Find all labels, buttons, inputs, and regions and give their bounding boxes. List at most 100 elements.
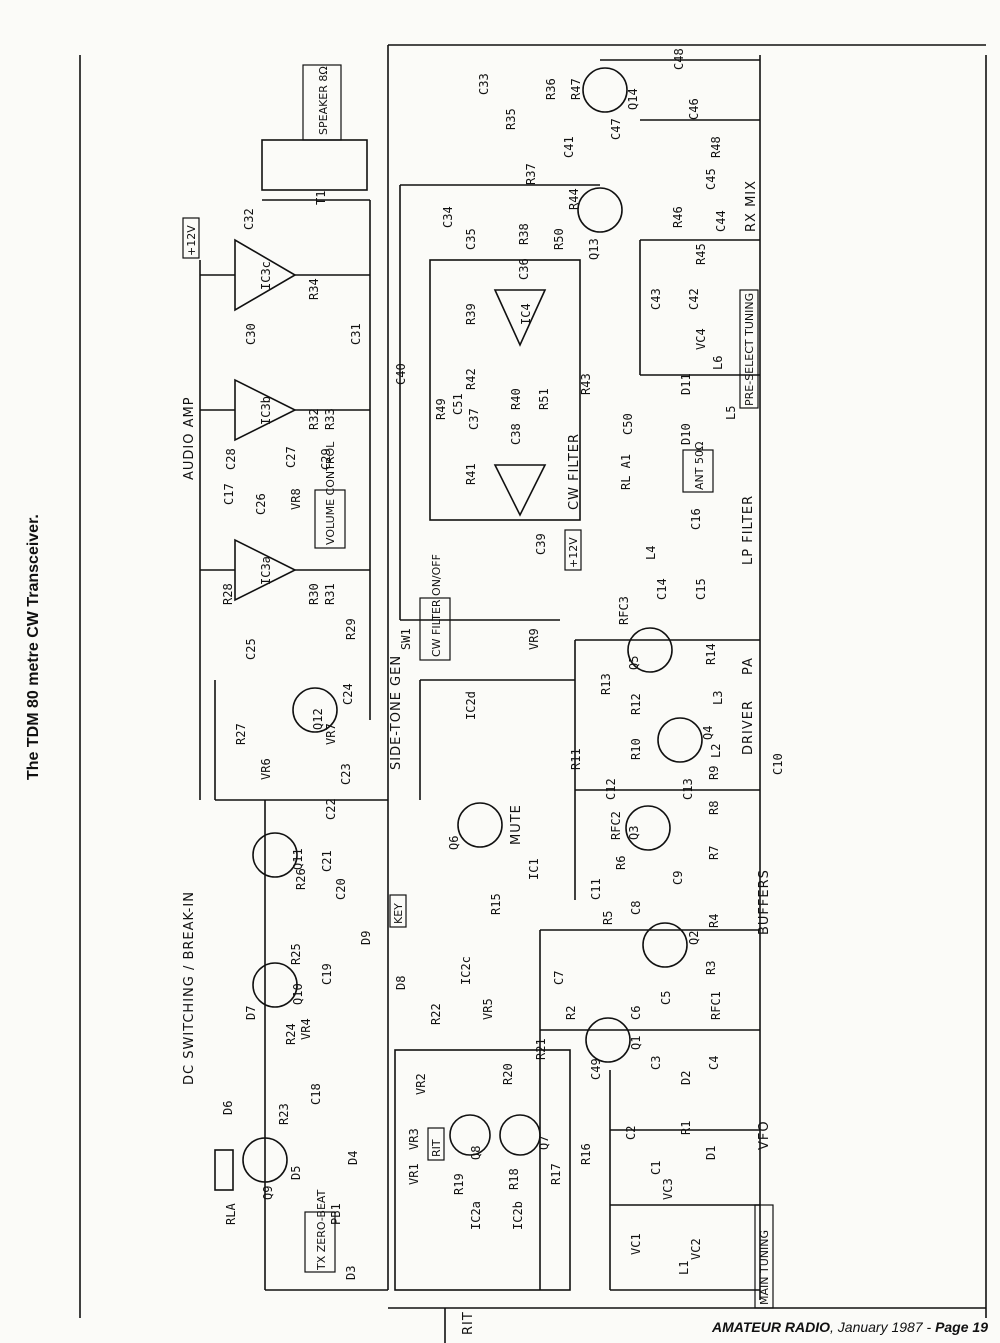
component-r30: R30	[307, 583, 321, 605]
relay-rla	[214, 1149, 234, 1191]
section-pa: PA	[741, 657, 756, 675]
component-r50: R50	[552, 228, 566, 250]
component-d3: D3	[344, 1266, 358, 1280]
component-l4: L4	[644, 546, 658, 560]
component-c45: C45	[704, 168, 718, 190]
component-vr6: VR6	[259, 758, 273, 780]
key-box	[389, 894, 407, 928]
component-t1: T1	[314, 191, 328, 205]
component-c4: C4	[707, 1056, 721, 1070]
component-r51: R51	[537, 388, 551, 410]
component-r27: R27	[234, 723, 248, 745]
component-q2: Q2	[687, 931, 701, 945]
ic4-bottom-symbol	[493, 464, 547, 517]
component-vr5: VR5	[481, 998, 495, 1020]
speaker-transformer	[261, 139, 368, 191]
component-c18: C18	[309, 1083, 323, 1105]
component-c43: C43	[649, 288, 663, 310]
component-c17: C17	[222, 483, 236, 505]
component-vr1: VR1	[407, 1163, 421, 1185]
component-ic3c: IC3c	[259, 261, 273, 290]
section-cw-filter: CW FILTER	[567, 433, 582, 510]
footer-issue: , January 1987 -	[830, 1319, 936, 1335]
rit-label: RIT	[430, 1139, 443, 1157]
pre-select-tuning-label: PRE-SELECT TUNING	[743, 293, 756, 406]
component-d6: D6	[221, 1101, 235, 1115]
component-r13: R13	[599, 673, 613, 695]
component-vr4: VR4	[299, 1018, 313, 1040]
component-r33: R33	[323, 408, 337, 430]
component-c47: C47	[609, 118, 623, 140]
q12-symbol	[292, 687, 338, 733]
component-r45: R45	[694, 243, 708, 265]
component-q3: Q3	[627, 826, 641, 840]
component-r44: R44	[567, 188, 581, 210]
section-side-tone-gen: SIDE-TONE GEN	[389, 655, 404, 770]
component-c19: C19	[320, 963, 334, 985]
volume-control-box	[314, 489, 346, 549]
component-r12: R12	[629, 693, 643, 715]
pre-select-tuning-box	[739, 289, 759, 409]
component-r31: R31	[323, 583, 337, 605]
component-r23: R23	[277, 1103, 291, 1125]
component-r37: R37	[524, 163, 538, 185]
supply-a-label: +12V	[185, 225, 198, 256]
component-c33: C33	[477, 73, 491, 95]
q5-symbol	[627, 627, 673, 673]
section-dc-switching: DC SWITCHING / BREAK-IN	[182, 891, 197, 1085]
component-c25: C25	[244, 638, 258, 660]
component-q6: Q6	[447, 836, 461, 850]
component-r21: R21	[534, 1038, 548, 1060]
component-r17: R17	[549, 1163, 563, 1185]
key-label: KEY	[392, 903, 405, 924]
component-c34: C34	[441, 206, 455, 228]
component-r15: R15	[489, 893, 503, 915]
section-driver: DRIVER	[741, 700, 756, 755]
component-c30: C30	[244, 323, 258, 345]
main-tuning-box	[754, 1204, 774, 1309]
section-lp-filter: LP FILTER	[741, 495, 756, 565]
component-ic1: IC1	[527, 858, 541, 880]
component-c51: C51	[451, 393, 465, 415]
component-r14: R14	[704, 643, 718, 665]
component-d7: D7	[244, 1006, 258, 1020]
component-r9: R9	[707, 766, 721, 780]
component-pb1: PB1	[329, 1203, 343, 1225]
component-ic4: IC4	[519, 303, 533, 325]
component-l3: L3	[711, 691, 725, 705]
component-c40: C40	[394, 363, 408, 385]
q14-symbol	[582, 67, 628, 113]
component-rfc2: RFC2	[609, 811, 623, 840]
section-vfo: VFO	[757, 1120, 772, 1150]
component-ic3a: IC3a	[259, 556, 273, 585]
component-r42: R42	[464, 368, 478, 390]
volume-control-label: VOLUME CONTROL	[324, 441, 337, 545]
component-q8: Q8	[469, 1146, 483, 1160]
component-r19: R19	[452, 1173, 466, 1195]
component-r41: R41	[464, 463, 478, 485]
component-vc1: VC1	[629, 1233, 643, 1255]
component-r4: R4	[707, 914, 721, 928]
component-c1: C1	[649, 1161, 663, 1175]
q2-symbol	[642, 922, 688, 968]
speaker-label: SPEAKER 8Ω	[317, 66, 330, 135]
component-l6: L6	[711, 356, 725, 370]
component-r43: R43	[579, 373, 593, 395]
component-c5: C5	[659, 991, 673, 1005]
component-r40: R40	[509, 388, 523, 410]
component-d9: D9	[359, 931, 373, 945]
component-d2: D2	[679, 1071, 693, 1085]
component-q10: Q10	[291, 983, 305, 1005]
component-r48: R48	[709, 136, 723, 158]
ic4-top-symbol	[493, 289, 547, 347]
component-r7: R7	[707, 846, 721, 860]
component-c37: C37	[467, 408, 481, 430]
component-vr8: VR8	[289, 488, 303, 510]
component-ic3b: IC3b	[259, 396, 273, 425]
q10-symbol	[252, 962, 298, 1008]
q13-symbol	[577, 187, 623, 233]
component-c28: C28	[224, 448, 238, 470]
component-r8: R8	[707, 801, 721, 815]
cw-filter-onoff-box	[419, 597, 451, 661]
component-l1: L1	[677, 1261, 691, 1275]
